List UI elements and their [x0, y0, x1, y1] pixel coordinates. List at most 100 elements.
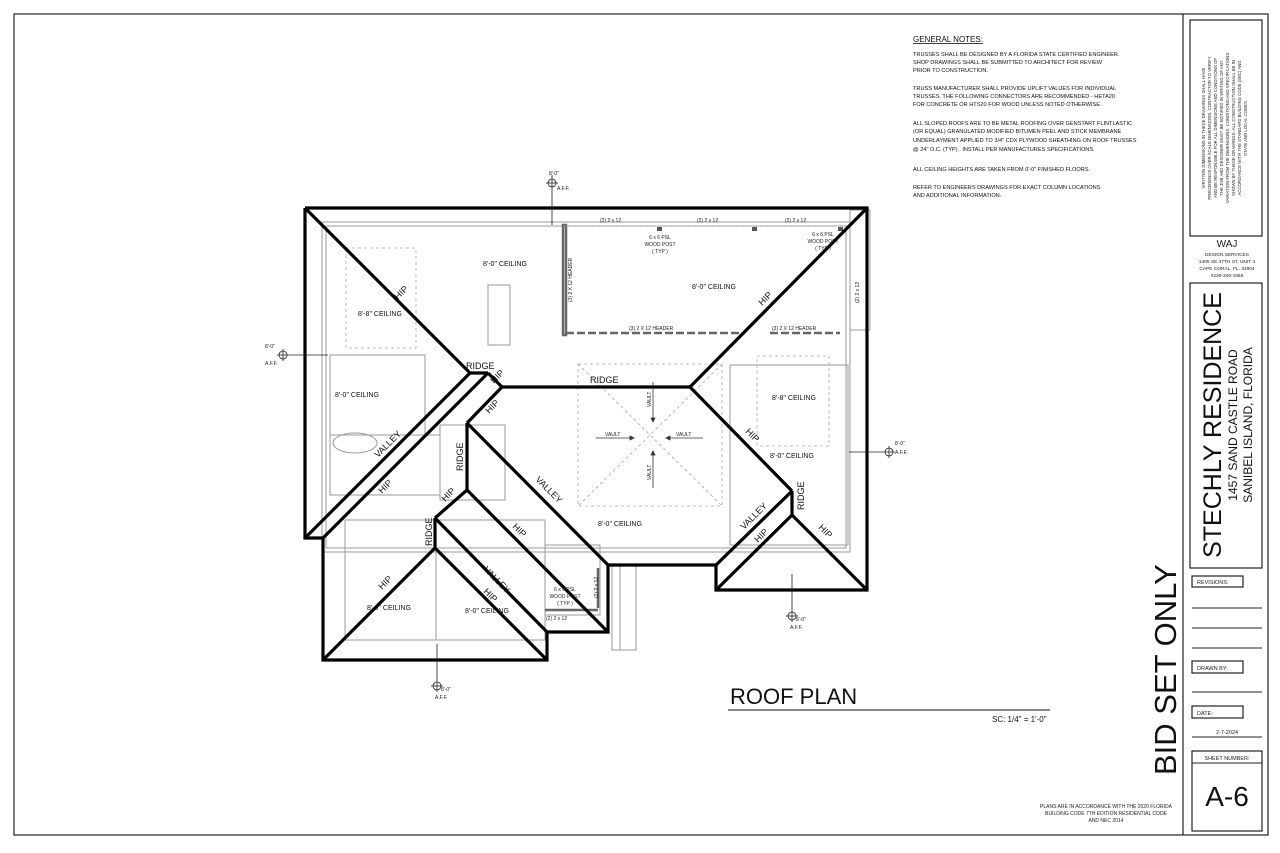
note-line: TRUSSES. THE FOLLOWING CONNECTORS ARE RE… [913, 94, 1115, 100]
svg-text:A.F.F.: A.F.F. [790, 625, 803, 631]
roof-hip-line [433, 546, 549, 662]
general-notes: GENERAL NOTES: TRUSSES SHALL BE DESIGNED… [913, 35, 1137, 199]
svg-text:( TYP ): ( TYP ) [557, 601, 573, 607]
svg-text:6 x 6 PSL: 6 x 6 PSL [649, 235, 671, 241]
floor-plan-underlay [321, 209, 871, 651]
project-city: SANIBEL ISLAND, FLORIDA [1241, 347, 1255, 503]
code-note: PLANS ARE IN ACCORDANCE WITH THE 2020 FL… [1040, 804, 1173, 824]
svg-text:8'-0": 8'-0" [265, 344, 275, 350]
level-markers: 8'-0" A.F.F. 8'-0" A.F.F. 8'-0" A.F.F. 8'-0… [265, 171, 908, 701]
roof-hip-line [688, 385, 794, 493]
project-name: STECHLY RESIDENCE [1199, 292, 1227, 558]
svg-text:AND BE RESPONSIBLE FOR ALL DIM: AND BE RESPONSIBLE FOR ALL DIMENSIONS AN… [1213, 58, 1218, 198]
beam-label: (2) 2 x 12 [785, 218, 806, 224]
post-note: 6 x 6 PSL WOOD POST ( TYP ) [644, 235, 675, 255]
roof-hip-line [465, 385, 504, 425]
roof-outline [303, 206, 869, 662]
roof-hip-line [303, 206, 472, 375]
note-line: SHOP DRAWINGS SHALL BE SUBMITTED TO ARCH… [913, 60, 1103, 66]
note-line: ALL CEILING HEIGHTS ARE TAKEN FROM 0'-0"… [913, 167, 1090, 173]
vault-arrows [596, 382, 703, 488]
svg-text:PRECEDENCE OVER SCALE DIMENSIO: PRECEDENCE OVER SCALE DIMENSIONS. CONTRA… [1207, 56, 1212, 199]
ceiling-label: 8'-0" CEILING [465, 608, 509, 615]
svg-text:DESIGN SERVICES: DESIGN SERVICES [1205, 252, 1249, 258]
ceiling-labels: 8'-0" CEILING 8'-8" CEILING 8'-0" CEILIN… [335, 261, 816, 615]
svg-text:AND NEC 2014: AND NEC 2014 [1088, 818, 1123, 824]
vault-labels: VAULT VAULT VAULT VAULT [605, 392, 691, 480]
level-marker: 8'-0" A.F.F. [265, 344, 328, 367]
disclaimer-text: WRITTEN DIMENSIONS IN THESE DRAWINGS SHA… [1201, 53, 1248, 204]
svg-text:SHOWN BY THESE DRAWINGS. ALL C: SHOWN BY THESE DRAWINGS. ALL CONSTRUCTIO… [1231, 60, 1236, 196]
drawn-by-label-box [1191, 660, 1244, 674]
note-line: UNDERLAYMENT APPLIED TO 3/4" CDX PLYWOOD… [913, 138, 1137, 144]
sheet-border [13, 13, 1269, 836]
header-label: (3) 2 X 12 HEADER [568, 257, 574, 302]
roof-hip-line [433, 488, 469, 520]
vault-label: VAULT [605, 432, 620, 438]
beam-label: (2) 2 x 12 [600, 218, 621, 224]
roof-hip-line [714, 513, 794, 592]
vault-label: VAULT [647, 392, 653, 407]
sheet-number-box [1191, 750, 1263, 832]
svg-text:A.F.F.: A.F.F. [895, 450, 908, 456]
drawn-by-label: DRAWN BY: [1197, 666, 1228, 672]
note-line: FOR CONCRETE OR HTS20 FOR WOOD UNLESS NO… [913, 102, 1102, 108]
svg-text:A.F.F.: A.F.F. [435, 695, 448, 701]
ridge-label: RIDGE [424, 517, 434, 546]
post-note: 6 x 6 PSL WOOD POST ( TYP ) [549, 587, 580, 607]
svg-text:6 x 6 PSL: 6 x 6 PSL [812, 232, 834, 238]
roof-valley-line [714, 489, 794, 567]
ceiling-label: 8'-0" CEILING [598, 521, 642, 528]
svg-text:WOOD POST: WOOD POST [644, 242, 675, 248]
ceiling-label: 8'-8" CEILING [358, 311, 402, 318]
ceiling-label: 8'-0" CEILING [483, 261, 527, 268]
project-address: 1457 SAND CASTLE ROAD [1226, 349, 1240, 501]
svg-text:WRITTEN DIMENSIONS IN THESE DR: WRITTEN DIMENSIONS IN THESE DRAWINGS SHA… [1201, 67, 1206, 188]
level-marker: 8'-0"A.F.F. [786, 574, 806, 631]
svg-text:8'-0": 8'-0" [441, 687, 451, 693]
svg-text:8'-0": 8'-0" [549, 171, 559, 177]
note-line: @ 24" O.C. (TYP) . INSTALL PER MANUFACTU… [913, 147, 1095, 153]
svg-text:STATE AND LOCAL CODES.: STATE AND LOCAL CODES. [1243, 100, 1248, 156]
level-marker: 8'-0" A.F.F. [849, 441, 908, 458]
sheet-number: A-6 [1205, 781, 1249, 812]
roof-valley-line [465, 421, 610, 567]
svg-text:( TYP ): ( TYP ) [652, 249, 668, 255]
designer-info: WAJ DESIGN SERVICES 1405 SE 47TH ST, UNI… [1199, 239, 1255, 279]
plan-scale: SC: 1/4" = 1'-0" [992, 715, 1047, 724]
note-line: AND ADDITIONAL INFORMATION. [913, 193, 1002, 199]
svg-text:BUILDING CODE 7TH EDITION RESI: BUILDING CODE 7TH EDITION RESIDENTIAL CO… [1045, 811, 1167, 817]
roof-hip-line [321, 546, 437, 662]
roof-hip-line [486, 371, 504, 389]
ridge-label: RIDGE [590, 375, 619, 385]
ceiling-label: 8'-0" CEILING [770, 453, 814, 460]
designer-logo: WAJ [1217, 239, 1238, 250]
note-line: TRUSSES SHALL BE DESIGNED BY A FLORIDA S… [913, 52, 1120, 58]
ceiling-label: 8'-0" CEILING [692, 284, 736, 291]
post-note: 6 x 6 PSL WOOD POST ( TYP ) [807, 232, 838, 252]
roof-valley-line [303, 371, 472, 540]
svg-text:CAPE CORAL, FL. 33904: CAPE CORAL, FL. 33904 [1199, 266, 1255, 272]
sheet-number-label: SHEET NUMBER: [1204, 756, 1250, 762]
ridge-label: RIDGE [796, 481, 806, 510]
svg-text:8'-0": 8'-0" [895, 441, 905, 447]
note-line: PRIOR TO CONSTRUCTION. [913, 68, 988, 74]
roof-hip-line [688, 206, 869, 389]
title-block: WRITTEN DIMENSIONS IN THESE DRAWINGS SHA… [1189, 19, 1263, 832]
note-line: REFER TO ENGINEERS DRAWINGS FOR EXACT CO… [913, 185, 1101, 191]
date-label: DATE: [1197, 711, 1213, 717]
header-label: (3) 2 X 12 HEADER [772, 326, 817, 332]
svg-text:THE JOB AND DESIGNER MUST BE N: THE JOB AND DESIGNER MUST BE NOTIFIED IN… [1219, 60, 1224, 196]
bid-set-stamp: BID SET ONLY [1148, 564, 1183, 775]
general-notes-heading: GENERAL NOTES: [913, 35, 983, 44]
roof-hip-line [465, 488, 610, 634]
revisions-label-box [1191, 575, 1244, 588]
vault-label: VAULT [647, 465, 653, 480]
svg-text:A.F.F.: A.F.F. [265, 361, 278, 367]
ceiling-label: 8'-0" CEILING [367, 605, 411, 612]
ceiling-label: 8'-8" CEILING [772, 395, 816, 402]
svg-text:WOOD POST: WOOD POST [807, 239, 838, 245]
svg-text:ACCORDANCE WITH THE STANDARD B: ACCORDANCE WITH THE STANDARD BUILDING CO… [1237, 61, 1242, 196]
ridge-label: RIDGE [455, 442, 465, 471]
